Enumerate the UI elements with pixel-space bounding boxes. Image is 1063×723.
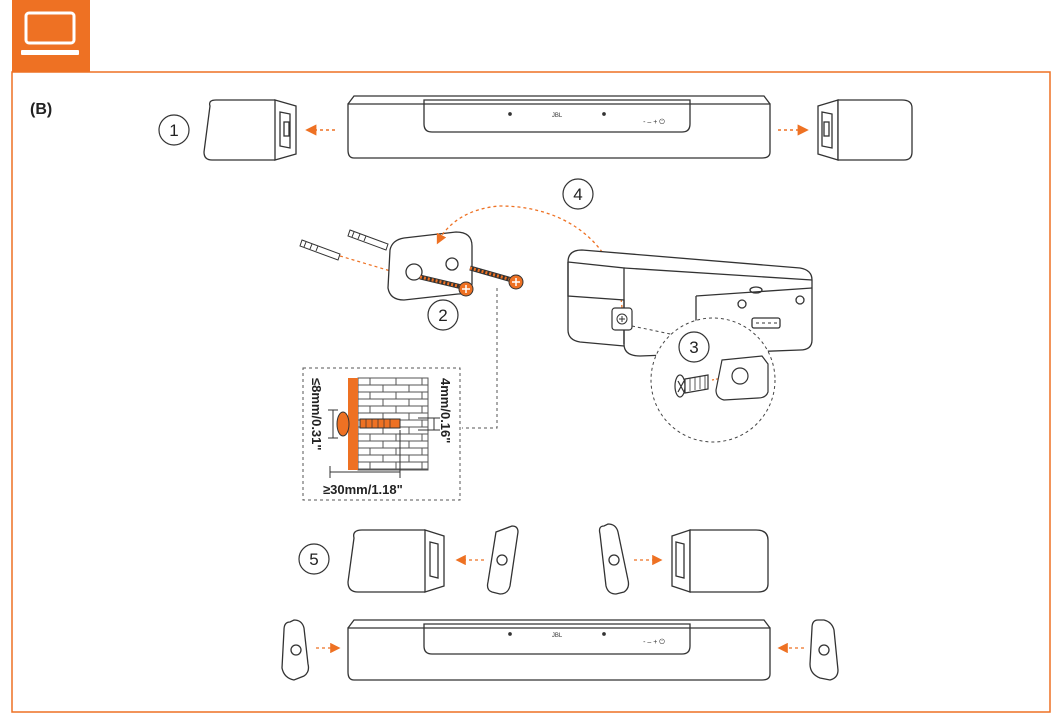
dimension-head-depth: ≤8mm/0.31" xyxy=(309,378,324,451)
step-3-number: 3 xyxy=(689,338,698,357)
right-surround-speaker-mount xyxy=(671,529,769,593)
step-4-number: 4 xyxy=(573,185,582,204)
left-surround-speaker-mount xyxy=(347,529,445,593)
soundbar-brand-top: JBL xyxy=(552,113,563,119)
anchor-guide-line xyxy=(339,255,395,273)
wall-panel xyxy=(348,378,358,470)
left-speaker-bracket xyxy=(486,525,519,595)
step-2-marker: 2 xyxy=(427,299,459,331)
step-4-marker: 4 xyxy=(562,178,594,210)
header-tab xyxy=(12,0,90,72)
left-surround-speaker xyxy=(203,99,297,161)
panel-label: (B) xyxy=(30,101,52,118)
tv-monitor-icon xyxy=(21,11,79,55)
mounting-screw-2 xyxy=(469,265,524,290)
soundbar-left-bracket xyxy=(281,619,310,681)
dimension-hole-diameter: 4mm/0.16" xyxy=(438,378,453,443)
soundbar-controls-top: - – + ⏻ xyxy=(643,118,665,126)
soundbar-top xyxy=(347,95,771,159)
detail-screw xyxy=(674,374,709,398)
step-5-number: 5 xyxy=(309,550,318,569)
mounting-screw-1 xyxy=(419,274,474,297)
wall-detail-box xyxy=(302,288,498,501)
detail-screw-shaft xyxy=(359,418,401,429)
step-1-number: 1 xyxy=(169,121,178,140)
right-speaker-bracket xyxy=(598,523,630,595)
soundbar-bottom xyxy=(347,619,771,681)
step-3-marker: 3 xyxy=(678,331,710,363)
detail-screw-head xyxy=(336,411,350,437)
soundbar-right-bracket xyxy=(809,619,839,681)
detail-leader-line xyxy=(631,325,681,337)
step-1-marker: 1 xyxy=(158,114,190,146)
step-5-marker: 5 xyxy=(298,543,330,575)
right-surround-speaker xyxy=(817,99,913,161)
wall-anchor-2 xyxy=(347,229,389,251)
step-2-number: 2 xyxy=(438,306,447,325)
soundbar-brand-bottom: JBL xyxy=(552,633,563,639)
speaker-mount-hole xyxy=(611,307,633,331)
wall-anchor-1 xyxy=(299,239,341,261)
dimension-screw-length: ≥30mm/1.18" xyxy=(323,482,403,497)
diagram-frame xyxy=(11,71,1051,713)
detail-bracket-hole xyxy=(715,355,769,401)
soundbar-controls-bottom: - – + ⏻ xyxy=(643,638,665,646)
